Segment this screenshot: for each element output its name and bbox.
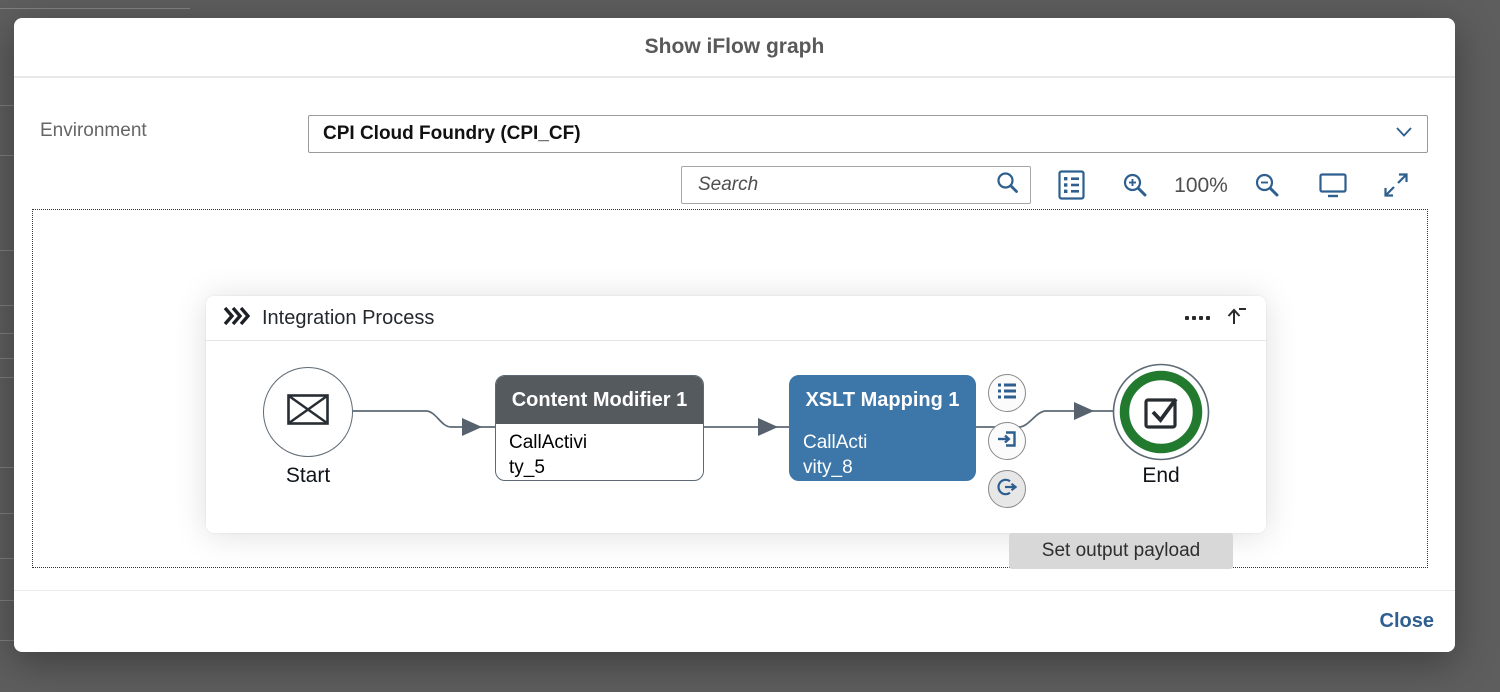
legend-icon[interactable] xyxy=(1055,169,1087,201)
properties-list-icon xyxy=(996,381,1018,406)
start-node-label: Start xyxy=(285,464,331,487)
search-input[interactable] xyxy=(698,174,995,196)
process-header: Integration Process xyxy=(206,296,1266,341)
close-button[interactable]: Close xyxy=(1379,610,1434,632)
end-node-label: End xyxy=(1142,464,1180,487)
fit-to-screen-icon[interactable] xyxy=(1317,169,1349,201)
set-input-payload-button[interactable] xyxy=(988,422,1026,460)
environment-select[interactable]: CPI Cloud Foundry (CPI_CF) xyxy=(308,115,1428,153)
zoom-in-icon[interactable] xyxy=(1119,169,1151,201)
chevron-down-icon xyxy=(1395,125,1413,143)
sign-in-arrow-icon xyxy=(996,428,1018,455)
xslt-mapping-id: CallActi vity_8 xyxy=(803,432,868,478)
dialog-title: Show iFlow graph xyxy=(644,35,825,58)
start-event-node[interactable] xyxy=(263,367,353,457)
sequence-flow-connectors xyxy=(353,402,1113,436)
environment-label: Environment xyxy=(40,120,147,141)
set-output-payload-button[interactable] xyxy=(988,470,1026,508)
dialog-header: Show iFlow graph xyxy=(14,18,1455,78)
dialog-footer: Close xyxy=(14,590,1455,652)
show-properties-button[interactable] xyxy=(988,374,1026,412)
xslt-mapping-node[interactable]: XSLT Mapping 1 CallActi vity_8 xyxy=(789,375,976,481)
fullscreen-icon[interactable] xyxy=(1380,169,1412,201)
zoom-out-icon[interactable] xyxy=(1251,169,1283,201)
message-envelope-icon xyxy=(287,394,329,430)
set-output-payload-tooltip: Set output payload xyxy=(1009,533,1233,569)
sub-process-marker-icon xyxy=(222,304,251,333)
content-modifier-node[interactable]: Content Modifier 1 CallActivi ty_5 xyxy=(495,375,704,481)
collapse-icon[interactable] xyxy=(1226,306,1248,331)
search-icon[interactable] xyxy=(995,170,1020,200)
environment-selected-value: CPI Cloud Foundry (CPI_CF) xyxy=(323,123,581,144)
search-box xyxy=(681,166,1031,204)
show-iflow-graph-dialog: Show iFlow graph Environment CPI Cloud F… xyxy=(14,18,1455,652)
end-event-node[interactable] xyxy=(1112,363,1210,461)
integration-process-pool: Integration Process xyxy=(206,296,1266,533)
content-modifier-id: CallActivi ty_5 xyxy=(509,432,588,478)
overflow-menu-icon[interactable] xyxy=(1185,312,1210,324)
zoom-level-value: 100% xyxy=(1174,174,1228,197)
process-title: Integration Process xyxy=(262,306,435,329)
output-arrow-icon xyxy=(996,476,1019,503)
xslt-mapping-title: XSLT Mapping 1 xyxy=(790,376,975,424)
content-modifier-title: Content Modifier 1 xyxy=(496,376,703,424)
graph-canvas[interactable]: Integration Process xyxy=(32,209,1428,569)
